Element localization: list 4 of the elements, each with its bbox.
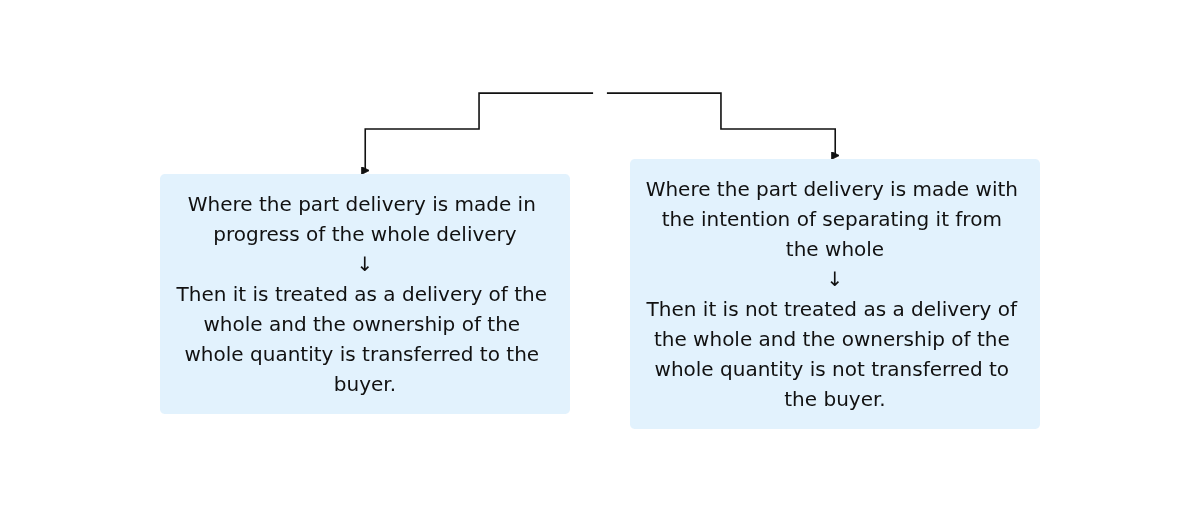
node-box: Where the part delivery is made in progress of the whole delivery ↓ Then it is treated as a delivery of the whole and the ownership of the whole quantity is transferred to the buyer.: [160, 173, 570, 414]
arrow: [606, 91, 840, 160]
node-box: Where the part delivery is made with the intention of separating it from the whole ↓ Then it is not treated as a delivery of the whole and the ownership of the whole quantity is not transferred to the buyer.: [630, 158, 1040, 429]
arrow: [361, 91, 594, 175]
